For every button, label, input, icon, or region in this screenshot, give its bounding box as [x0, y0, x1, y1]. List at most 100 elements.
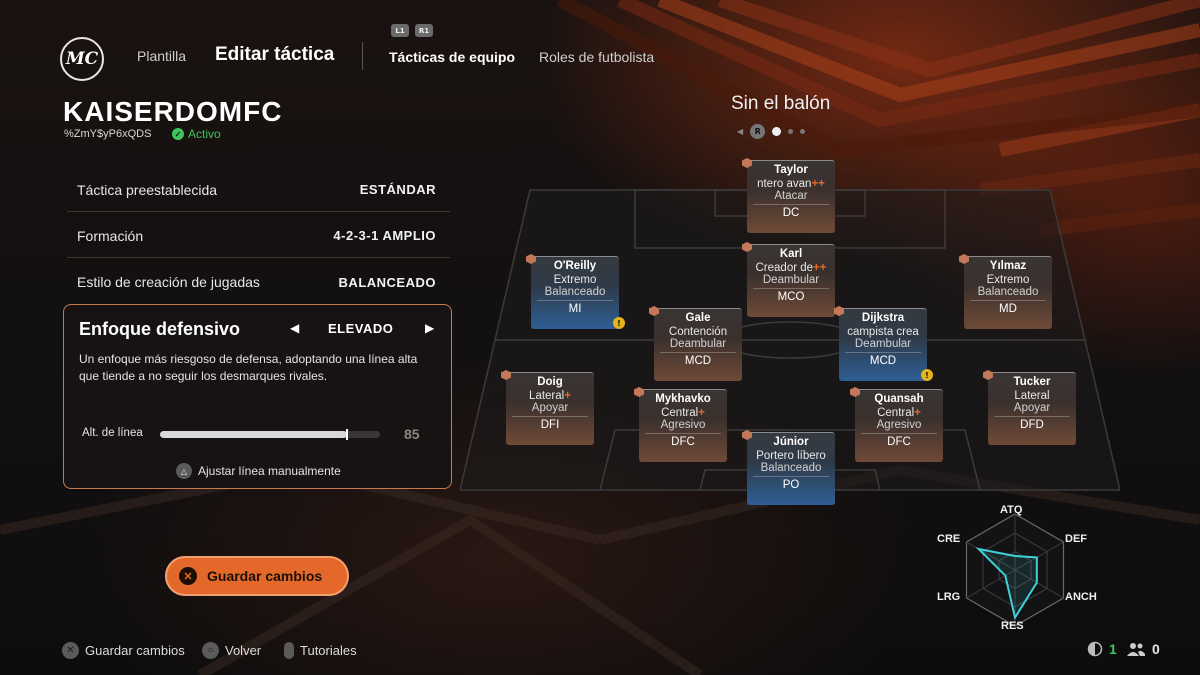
- line-height-label: Alt. de línea: [82, 427, 143, 439]
- tab-tacticas-de-equipo[interactable]: Tácticas de equipo: [389, 49, 516, 65]
- player-name: Mykhavko: [655, 393, 711, 405]
- row-label: Táctica preestablecida: [77, 181, 218, 198]
- check-icon: ✓: [172, 128, 184, 140]
- row-value: BALANCEADO: [338, 274, 436, 290]
- footer-back[interactable]: ○ Volver: [202, 642, 261, 659]
- player-focus: Deambular: [854, 338, 912, 350]
- defensive-value: ELEVADO: [328, 321, 394, 336]
- defensive-title: Enfoque defensivo: [79, 319, 241, 339]
- team-radar-chart: [965, 513, 1065, 627]
- player-name: O'Reilly: [553, 260, 597, 272]
- counter-second: 0: [1126, 641, 1160, 657]
- circle-button-icon: ○: [202, 642, 219, 659]
- player-position: DFD: [994, 416, 1070, 431]
- player-position: PO: [753, 476, 829, 491]
- radar-label-res: RES: [1001, 620, 1024, 632]
- player-position: MI: [537, 300, 613, 315]
- player-role: Extremo: [986, 274, 1030, 286]
- row-estilo-creacion[interactable]: Estilo de creación de jugadas BALANCEADO: [67, 260, 450, 304]
- cross-button-icon: ✕: [62, 642, 79, 659]
- arrow-right-icon[interactable]: ▶: [425, 321, 435, 335]
- logo: MC: [60, 37, 104, 81]
- player-role: Creador de++: [755, 262, 827, 274]
- line-height-slider[interactable]: [160, 429, 380, 440]
- footer-tutorials-label: Tutoriales: [300, 643, 357, 658]
- player-position: DC: [753, 204, 829, 219]
- player-hex-icon: [501, 370, 511, 380]
- nav-editar-tactica[interactable]: Editar táctica: [215, 44, 335, 65]
- player-hex-icon: [634, 387, 644, 397]
- player-name: Júnior: [773, 436, 809, 448]
- arrow-left-icon[interactable]: ◀: [290, 321, 300, 335]
- touchpad-icon: [284, 642, 294, 659]
- player-focus: Balanceado: [760, 462, 822, 474]
- warning-icon: !: [613, 317, 625, 329]
- row-value: 4-2-3-1 AMPLIO: [333, 228, 436, 243]
- slider-handle[interactable]: [346, 429, 348, 440]
- status-label: Activo: [188, 127, 221, 141]
- player-focus: Deambular: [669, 338, 727, 350]
- player-role: ntero avan++: [757, 178, 825, 190]
- player-role: Extremo: [553, 274, 597, 286]
- counter-first: 1: [1087, 641, 1117, 657]
- radar-team-shape: [975, 547, 1038, 621]
- player-hex-icon: [649, 306, 659, 316]
- defensive-approach-panel[interactable]: Enfoque defensivo ◀ ELEVADO ▶ Un enfoque…: [63, 304, 452, 489]
- player-name: Dijkstra: [861, 312, 905, 324]
- pager[interactable]: ◀ R: [737, 124, 806, 139]
- tab-roles-de-futbolista[interactable]: Roles de futbolista: [539, 49, 655, 65]
- radar-axis: [966, 541, 1016, 571]
- player-hex-icon: [742, 158, 752, 168]
- warning-icon: !: [921, 369, 933, 381]
- pitch-title: Sin el balón: [731, 93, 831, 114]
- player-position: DFC: [861, 433, 937, 448]
- player-name: Tucker: [1013, 376, 1051, 388]
- radar-label-lrg: LRG: [937, 591, 961, 603]
- cross-button-icon: ✕: [179, 567, 197, 585]
- half-circle-icon: [1087, 641, 1103, 657]
- player-focus: Atacar: [774, 190, 808, 202]
- player-name: Gale: [685, 312, 711, 324]
- adjust-line-manually[interactable]: △ Ajustar línea manualmente: [176, 463, 341, 479]
- player-position: MCD: [845, 352, 921, 367]
- row-formacion[interactable]: Formación 4-2-3-1 AMPLIO: [67, 214, 450, 258]
- row-tactica-preestablecida[interactable]: Táctica preestablecida ESTÁNDAR: [67, 168, 450, 212]
- status-badge: ✓ Activo: [172, 127, 221, 141]
- player-role: campista crea: [847, 326, 919, 338]
- save-label: Guardar cambios: [207, 568, 323, 584]
- player-role: Lateral+: [529, 390, 571, 402]
- player-role: Portero líbero: [756, 450, 826, 462]
- footer-tutorials[interactable]: Tutoriales: [284, 642, 357, 659]
- pager-dot: [800, 129, 806, 134]
- save-changes-button[interactable]: ✕ Guardar cambios: [165, 556, 349, 596]
- team-name: KAISERDOMFC: [63, 96, 283, 127]
- player-position: MCD: [660, 352, 736, 367]
- adjust-label: Ajustar línea manualmente: [198, 464, 341, 478]
- player-focus: Agresivo: [876, 419, 922, 431]
- nav-plantilla[interactable]: Plantilla: [137, 48, 187, 64]
- radar-label-atq: ATQ: [1000, 504, 1023, 516]
- row-label: Formación: [77, 227, 144, 244]
- player-name: Karl: [779, 248, 803, 260]
- player-hex-icon: [983, 370, 993, 380]
- player-position: DFI: [512, 416, 588, 431]
- player-focus: Apoyar: [531, 402, 569, 414]
- team-code: %ZmY$yP6xQDS: [64, 128, 152, 140]
- footer-save[interactable]: ✕ Guardar cambios: [62, 642, 185, 659]
- footer-back-label: Volver: [225, 643, 262, 658]
- player-role: Lateral: [1014, 390, 1050, 402]
- r-button-hint: R: [750, 124, 766, 139]
- row-value: ESTÁNDAR: [359, 182, 436, 197]
- player-position: MCO: [753, 288, 829, 303]
